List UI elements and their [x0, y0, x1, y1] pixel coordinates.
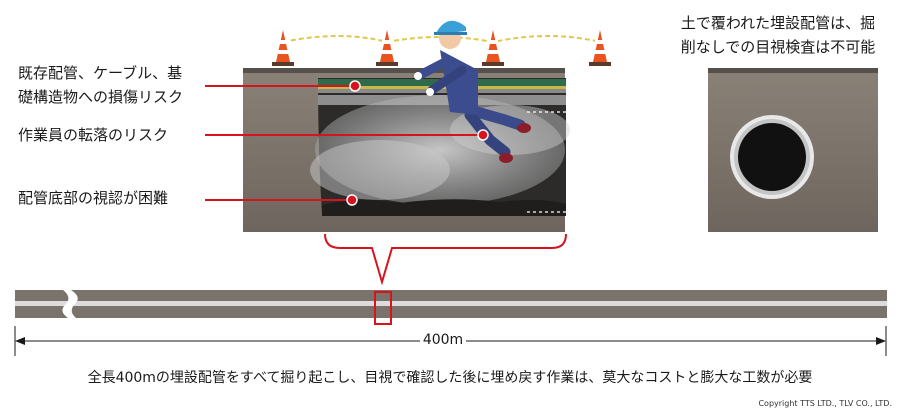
risk-label-line: 礎構造物への損傷リスク: [18, 88, 184, 106]
traffic-cone-icon: [376, 30, 398, 66]
arrow-head-icon: [876, 337, 886, 345]
pipe-cross-section-icon: [730, 115, 814, 199]
traffic-cone-icon: [589, 30, 611, 66]
traffic-cone-icon: [272, 30, 294, 66]
traffic-cone-icon: [482, 30, 504, 66]
buried-pipe-note: 土で覆われた埋設配管は、掘 削なしでの目視検査は不可能: [672, 11, 884, 59]
risk-label-damage: 既存配管、ケーブル、基 礎構造物への損傷リスク: [18, 61, 183, 109]
section-highlight: [374, 291, 392, 325]
traffic-cones: [282, 35, 601, 44]
pipe-overview-strip: [15, 290, 887, 325]
copyright-text: Copyright TTS LTD., TLV CO., LTD.: [758, 399, 892, 408]
risk-label-visibility: 配管底部の視認が困難: [18, 186, 168, 210]
callout-lines: [205, 80, 489, 206]
worker-figure: [414, 20, 531, 163]
risk-label-line: 既存配管、ケーブル、基: [18, 64, 183, 82]
arrow-head-icon: [15, 337, 25, 345]
risk-label-line: 作業員の転落のリスク: [18, 126, 169, 144]
risk-label-line: 配管底部の視認が困難: [18, 189, 169, 207]
summary-text: 全長400mの埋設配管をすべて掘り起こし、目視で確認した後に埋め戻す作業は、莫大…: [87, 370, 813, 386]
zoom-bracket: [324, 233, 567, 286]
note-line: 削なしでの目視検査は不可能: [680, 38, 876, 56]
note-line: 土で覆われた埋設配管は、掘: [680, 14, 876, 32]
risk-label-fall: 作業員の転落のリスク: [18, 123, 168, 147]
length-label: 400m: [422, 332, 464, 348]
excavation-scene: [243, 68, 570, 232]
